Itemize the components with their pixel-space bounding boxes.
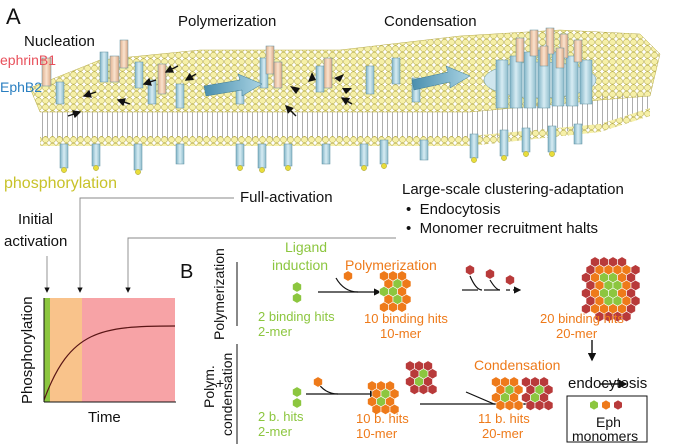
eph-hex: [292, 292, 302, 304]
cluster-b-hex: [543, 399, 554, 411]
cluster-20mer-hex: [621, 311, 632, 323]
r1-a-hits: 2 binding hits: [258, 309, 335, 324]
eph-hex: [292, 386, 302, 398]
r1-c-hits: 20 binding hits: [540, 311, 624, 326]
polymerization-step-label: Polymerization: [345, 257, 437, 273]
condensation-arrows: [290, 72, 352, 94]
stage-polymerization-label: Polymerization: [178, 13, 277, 30]
r1-b-mer: 10-mer: [380, 326, 422, 341]
x-axis-label: Time: [88, 409, 121, 426]
ephrin-label: ephrinB1: [0, 52, 57, 68]
cluster-10mer-hex: [397, 301, 407, 313]
stage-condensation-label: Condensation: [384, 13, 477, 30]
phosphorylation-plot: [43, 298, 176, 403]
initial-activation-line2: activation: [4, 233, 68, 250]
incoming-cluster-hex: [427, 383, 438, 395]
cluster-a-hex: [495, 399, 506, 411]
phosphorylation-label: phosphorylation: [4, 175, 117, 192]
incoming-hex: [343, 270, 353, 282]
incoming-cluster-hex: [409, 383, 420, 395]
cluster-a-hex: [513, 399, 524, 411]
row2-side-label-2: condensation: [219, 352, 235, 436]
row2-side-label-1: Polym.: [201, 365, 217, 408]
r2-b-hits: 10 b. hits: [356, 411, 409, 426]
y-axis-label: Phosphorylation: [19, 296, 36, 404]
stage-nucleation-label: Nucleation: [24, 33, 95, 50]
panel-b-letter: B: [180, 261, 194, 283]
cluster-a-hex: [504, 399, 515, 411]
legend-green-hex: [589, 399, 599, 411]
row2-side-label-plus: +: [216, 375, 225, 391]
phase-large-scale: [82, 298, 175, 402]
incoming-hex: [505, 274, 515, 286]
eph-hex: [292, 397, 302, 409]
flow-arrows: [203, 65, 471, 97]
hexagon-clusters: [292, 256, 641, 415]
r1-c-mer: 20-mer: [556, 326, 598, 341]
large-scale-title: Large-scale clustering-adaptation: [402, 181, 624, 198]
r1-a-mer: 2-mer: [258, 324, 292, 339]
legend-orange-hex: [601, 399, 611, 411]
timeline-pointers: [44, 197, 396, 293]
cytoplasmic-domains: [59, 123, 583, 171]
receptors: [41, 39, 421, 109]
phosphorylation-curve: [43, 325, 176, 401]
bullet-endocytosis: • Endocytosis: [406, 201, 501, 218]
incoming-cluster-hex: [418, 383, 429, 395]
bullet-monomer-halts: • Monomer recruitment halts: [406, 220, 598, 237]
cluster-b-hex: [525, 399, 536, 411]
condensate-cluster: [483, 27, 597, 109]
phase-full: [50, 298, 82, 402]
endocytosis-label: endocytosis: [568, 375, 648, 392]
eph-hex: [292, 281, 302, 293]
legend-line1: Eph: [596, 414, 621, 430]
r2-a-mer: 2-mer: [258, 424, 292, 439]
ligand-label-line2: induction: [272, 257, 329, 273]
panel-a-letter: A: [6, 4, 21, 29]
row1-side-label: Polymerization: [211, 248, 227, 340]
r2-c-hits: 11 b. hits: [478, 411, 530, 426]
r2-b-mer: 10-mer: [356, 426, 398, 441]
legend-red-hex: [613, 399, 623, 411]
r2-a-hits: 2 b. hits: [258, 409, 304, 424]
cluster-b-hex: [534, 399, 545, 411]
initial-activation-line1: Initial: [18, 211, 54, 228]
cluster-10mer-hex: [389, 403, 400, 415]
eph-label: EphB2: [0, 79, 43, 95]
incoming-hex: [485, 268, 495, 280]
r2-c-mer: 20-mer: [482, 426, 524, 441]
movement-arrows: [67, 65, 353, 119]
r1-b-hits: 10 binding hits: [364, 311, 448, 326]
ligand-label-line1: Ligand: [285, 239, 328, 255]
legend-line2: monomers: [572, 428, 639, 444]
legend-box: [566, 395, 648, 443]
incoming-hex: [313, 376, 323, 388]
incoming-hex: [465, 264, 475, 276]
phospho-dots: [61, 151, 555, 175]
condensation-step-label: Condensation: [474, 357, 561, 373]
full-activation-label: Full-activation: [240, 189, 333, 206]
phase-initial: [44, 298, 50, 402]
panel-b-graphics: [236, 262, 648, 444]
